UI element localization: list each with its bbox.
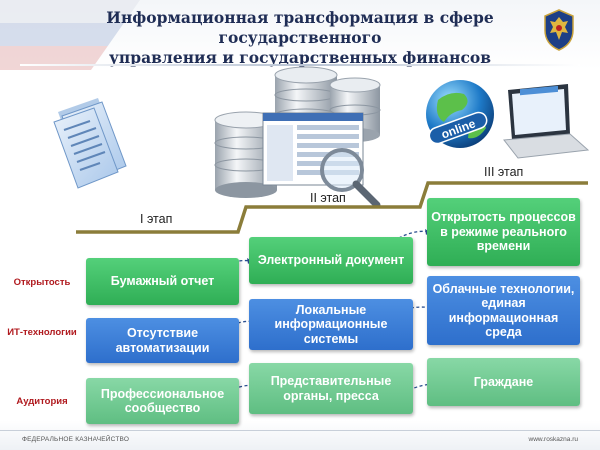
box-electronic-document: Электронный документ (249, 237, 413, 284)
page-title: Информационная трансформация в сфере гос… (40, 8, 560, 68)
row-label-audience: Аудитория (16, 396, 68, 407)
title-line-1: Информационная трансформация в сфере гос… (106, 8, 494, 47)
treasury-emblem-icon (544, 9, 574, 51)
row-label-openness: Открытость (13, 277, 71, 288)
box-no-automation: Отсутствие автоматизации (86, 318, 239, 363)
box-professional-community: Профессиональное сообщество (86, 378, 239, 424)
header-divider (20, 64, 580, 66)
box-cloud-technologies: Облачные технологии, единая информационн… (427, 276, 580, 345)
box-representative-bodies: Представительные органы, пресса (249, 363, 413, 414)
footer-divider (0, 430, 600, 431)
stage-3-label: III этап (484, 165, 524, 179)
database-servers-icon (214, 66, 381, 209)
box-paper-report: Бумажный отчет (86, 258, 239, 305)
box-open-processes: Открытость процессов в режиме реального … (427, 198, 580, 266)
stage-2-label: II этап (310, 191, 346, 205)
laptop-icon (503, 84, 590, 159)
box-local-systems: Локальные информационные системы (249, 299, 413, 350)
footer-website-link[interactable]: www.roskazna.ru (528, 436, 579, 443)
online-globe-laptop-icon: online (426, 80, 590, 159)
row-label-it: ИТ-технологии (7, 327, 77, 338)
paper-documents-icon (53, 98, 127, 189)
title-line-2: управления и государственных финансов (109, 48, 491, 67)
box-citizens: Граждане (427, 358, 580, 406)
footer-organization: ФЕДЕРАЛЬНОЕ КАЗНАЧЕЙСТВО (22, 436, 130, 443)
stage-1-label: I этап (140, 212, 173, 226)
